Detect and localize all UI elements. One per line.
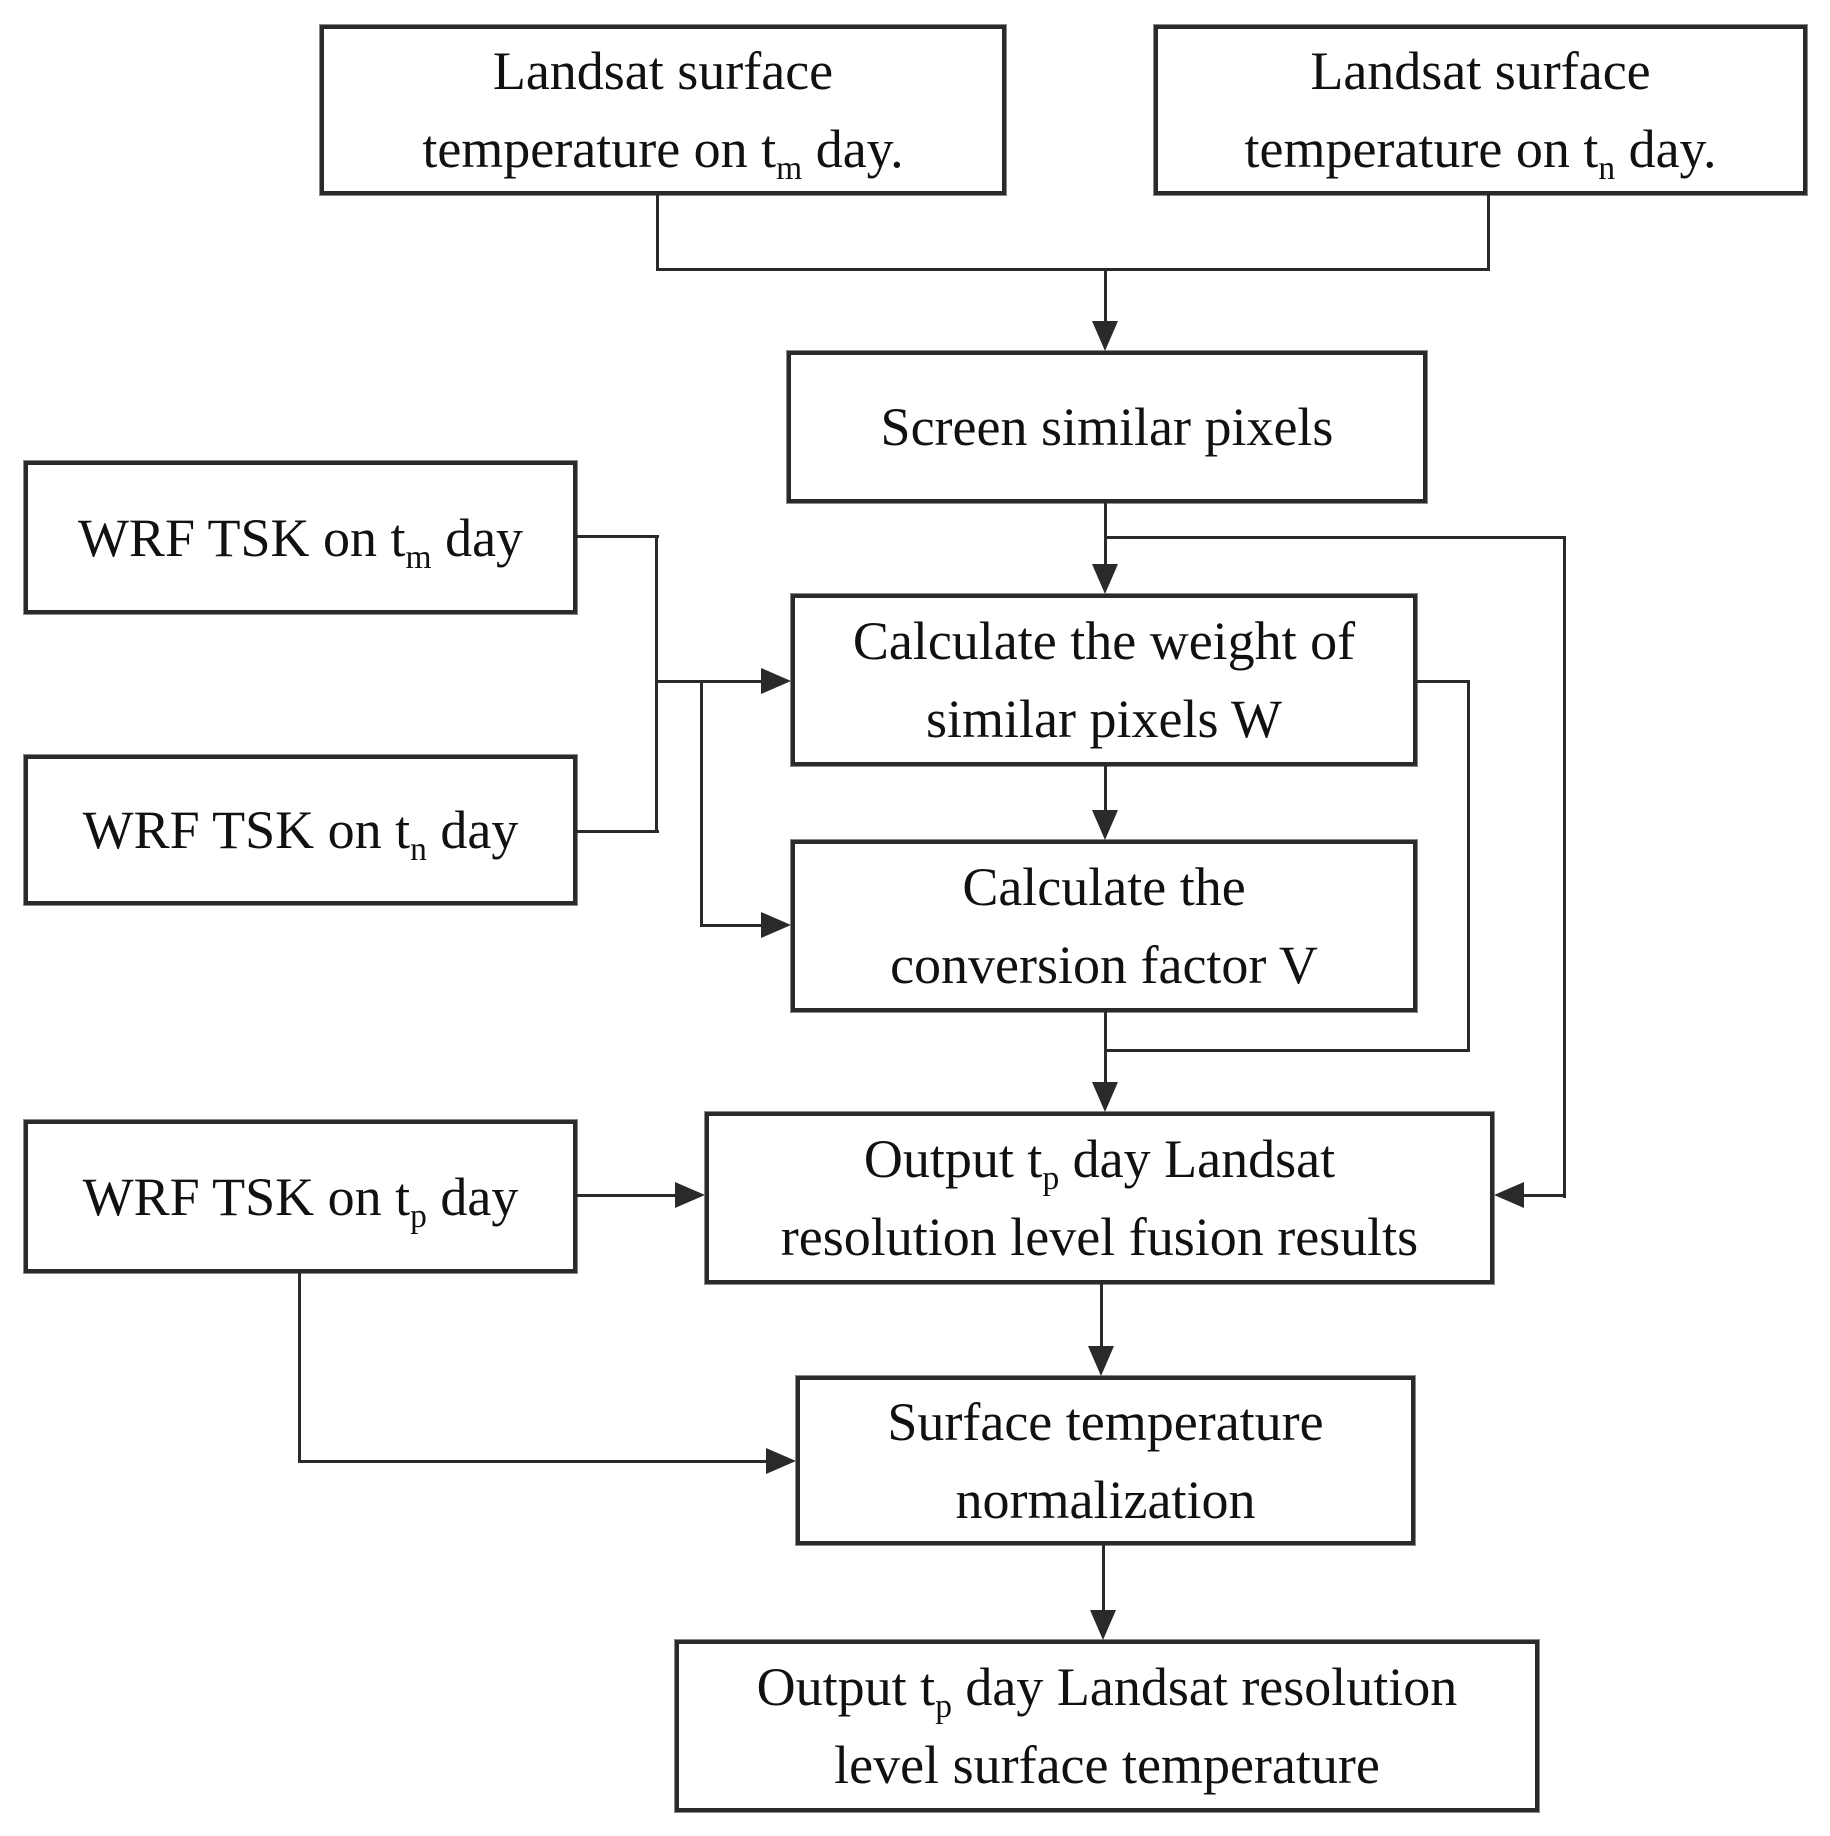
node-label-line: Landsat surface xyxy=(492,41,834,101)
subscript: p xyxy=(935,1687,952,1725)
connector-wrf-tp-to-fusion xyxy=(577,1194,677,1197)
node-label-line: Calculate the xyxy=(962,857,1246,917)
connector-wrf-tn-stub xyxy=(577,830,659,833)
subscript: p xyxy=(1042,1159,1060,1197)
arrowhead-into-screen xyxy=(1092,321,1118,351)
node-label-line: Output tp day Landsat xyxy=(863,1129,1336,1197)
arrowhead-into-normalization-top xyxy=(1088,1346,1114,1376)
node-label-line: normalization xyxy=(955,1469,1256,1530)
connector-conversion-to-fusion xyxy=(1104,1012,1107,1084)
node-label-line: Landsat surface xyxy=(1310,41,1651,101)
node-label-line: WRF TSK on tm day xyxy=(77,507,524,576)
connector-weight-to-conversion xyxy=(1104,766,1107,812)
connector-bus-to-conversion xyxy=(700,924,761,927)
connector-fusion-to-normalization xyxy=(1100,1284,1103,1348)
connector-screen-to-weight xyxy=(1104,503,1107,566)
node-label-line: temperature on tn day. xyxy=(1244,119,1717,187)
node-label-line: Calculate the weight of xyxy=(852,611,1356,671)
node-label-line: similar pixels W xyxy=(926,689,1282,749)
arrowhead-into-weight-left xyxy=(761,668,791,694)
connector-wrf-bus xyxy=(655,535,658,833)
arrowhead-into-conversion-left xyxy=(761,912,791,938)
connector-landsat-tn-down xyxy=(1487,195,1490,271)
connector-wrf-tp-down xyxy=(298,1273,301,1463)
connector-merge-bus xyxy=(656,268,1490,271)
connector-weight-right-stub xyxy=(1417,680,1470,683)
node-landsat-surface-temperature-tm: Landsat surface temperature on tm day. xyxy=(320,25,1006,195)
node-output-surface-temperature: Output tp day Landsat resolution level s… xyxy=(675,1640,1539,1812)
node-wrf-tsk-tm: WRF TSK on tm day xyxy=(24,461,577,614)
arrowhead-into-fusion-right xyxy=(1494,1182,1524,1208)
node-calculate-weight: Calculate the weight of similar pixels W xyxy=(791,594,1417,766)
node-screen-similar-pixels: Screen similar pixels xyxy=(787,351,1427,503)
subscript: m xyxy=(405,538,432,576)
node-wrf-tsk-tn: WRF TSK on tn day xyxy=(24,755,577,905)
arrowhead-into-fusion-left xyxy=(675,1182,705,1208)
subscript: n xyxy=(1598,149,1616,187)
connector-landsat-tm-down xyxy=(656,195,659,271)
subscript: m xyxy=(776,149,803,187)
connector-bracket-join xyxy=(1104,1049,1470,1052)
node-label-line: WRF TSK on tn day xyxy=(82,800,519,868)
connector-merge-to-screen xyxy=(1104,268,1107,323)
arrowhead-into-final-output xyxy=(1090,1610,1116,1640)
subscript: p xyxy=(410,1197,427,1235)
arrowhead-into-normalization-left xyxy=(766,1448,796,1474)
connector-bypass-down xyxy=(1563,536,1566,1198)
arrowhead-into-conversion-top xyxy=(1092,810,1118,840)
arrowhead-into-weight xyxy=(1092,564,1118,594)
node-wrf-tsk-tp: WRF TSK on tp day xyxy=(24,1120,577,1273)
connector-wrf-tp-across xyxy=(298,1460,768,1463)
node-label-line: Output tp day Landsat resolution xyxy=(756,1657,1458,1725)
node-label-line: conversion factor V xyxy=(890,935,1318,995)
connector-screen-branch-right xyxy=(1104,536,1566,539)
arrowhead-into-fusion-top xyxy=(1092,1082,1118,1112)
node-label-line: Screen similar pixels xyxy=(880,397,1334,457)
connector-normalization-to-output xyxy=(1102,1545,1105,1612)
subscript: n xyxy=(410,830,427,868)
connector-bracket-down xyxy=(1467,680,1470,1052)
node-calculate-conversion-factor: Calculate the conversion factor V xyxy=(791,840,1417,1012)
connector-bus-tee-down xyxy=(700,680,703,926)
node-label-line: temperature on tm day. xyxy=(422,119,904,187)
node-surface-temperature-normalization: Surface temperature normalization xyxy=(796,1376,1415,1545)
node-output-fusion-results: Output tp day Landsat resolution level f… xyxy=(705,1112,1494,1284)
connector-wrf-tm-stub xyxy=(577,535,659,538)
connector-bus-to-weight xyxy=(655,680,761,683)
node-landsat-surface-temperature-tn: Landsat surface temperature on tn day. xyxy=(1154,25,1807,195)
node-label-line: level surface temperature xyxy=(834,1735,1380,1795)
node-label-line: Surface temperature xyxy=(887,1391,1324,1452)
connector-bypass-into-fusion xyxy=(1524,1194,1566,1197)
node-label-line: WRF TSK on tp day xyxy=(82,1166,519,1235)
node-label-line: resolution level fusion results xyxy=(780,1207,1419,1267)
